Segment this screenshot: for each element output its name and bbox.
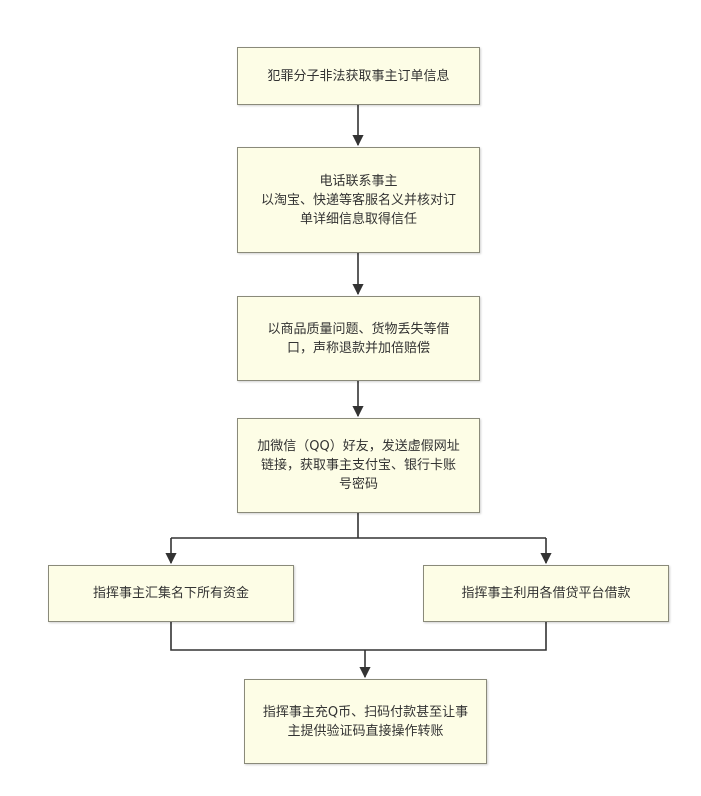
node-step5b: 指挥事主利用各借贷平台借款	[423, 565, 669, 622]
node-step4-line-2: 链接，获取事主支付宝、银行卡账	[260, 458, 456, 473]
node-step6-text: 指挥事主充Q币、扫码付款甚至让事 主提供验证码直接操作转账	[263, 703, 468, 741]
node-step5a-line-1: 指挥事主汇集名下所有资金	[92, 586, 249, 601]
node-step1: 犯罪分子非法获取事主订单信息	[237, 47, 480, 105]
node-step5a: 指挥事主汇集名下所有资金	[48, 565, 294, 622]
node-step6-line-2: 主提供验证码直接操作转账	[287, 723, 444, 739]
node-step1-line-1: 犯罪分子非法获取事主订单信息	[267, 68, 450, 84]
node-step3-line-1: 以商品质量问题、货物丢失等借	[267, 321, 450, 337]
node-step5b-text: 指挥事主利用各借贷平台借款	[461, 584, 630, 603]
node-step5b-line-1: 指挥事主利用各借贷平台借款	[461, 586, 631, 601]
node-step3-text: 以商品质量问题、货物丢失等借 口，声称退款并加倍赔偿	[267, 320, 449, 358]
node-step2-text: 电话联系事主 以淘宝、快递等客服名义并核对订 单详细信息取得信任	[261, 172, 456, 229]
node-step2-line-3: 单详细信息取得信任	[299, 211, 417, 227]
node-step5a-text: 指挥事主汇集名下所有资金	[93, 584, 249, 603]
node-step6: 指挥事主充Q币、扫码付款甚至让事 主提供验证码直接操作转账	[244, 679, 487, 764]
node-step6-line-1: 指挥事主充Q币、扫码付款甚至让事	[262, 704, 469, 720]
node-step2: 电话联系事主 以淘宝、快递等客服名义并核对订 单详细信息取得信任	[237, 147, 480, 253]
node-step4-line-3: 号密码	[338, 477, 378, 492]
node-step2-line-1: 电话联系事主	[319, 173, 398, 189]
node-step1-text: 犯罪分子非法获取事主订单信息	[267, 67, 449, 86]
edge-step4-split	[171, 513, 546, 539]
node-step4: 加微信（QQ）好友，发送虚假网址 链接，获取事主支付宝、银行卡账 号密码	[237, 418, 480, 513]
node-step2-line-2: 以淘宝、快递等客服名义并核对订	[260, 192, 456, 208]
node-step3-line-2: 口，声称退款并加倍赔偿	[286, 340, 430, 356]
edge-merge	[170, 622, 547, 651]
node-step4-text: 加微信（QQ）好友，发送虚假网址 链接，获取事主支付宝、银行卡账 号密码	[257, 437, 459, 494]
node-step4-line-1: 加微信（QQ）好友，发送虚假网址	[257, 439, 460, 454]
node-step3: 以商品质量问题、货物丢失等借 口，声称退款并加倍赔偿	[237, 296, 480, 381]
